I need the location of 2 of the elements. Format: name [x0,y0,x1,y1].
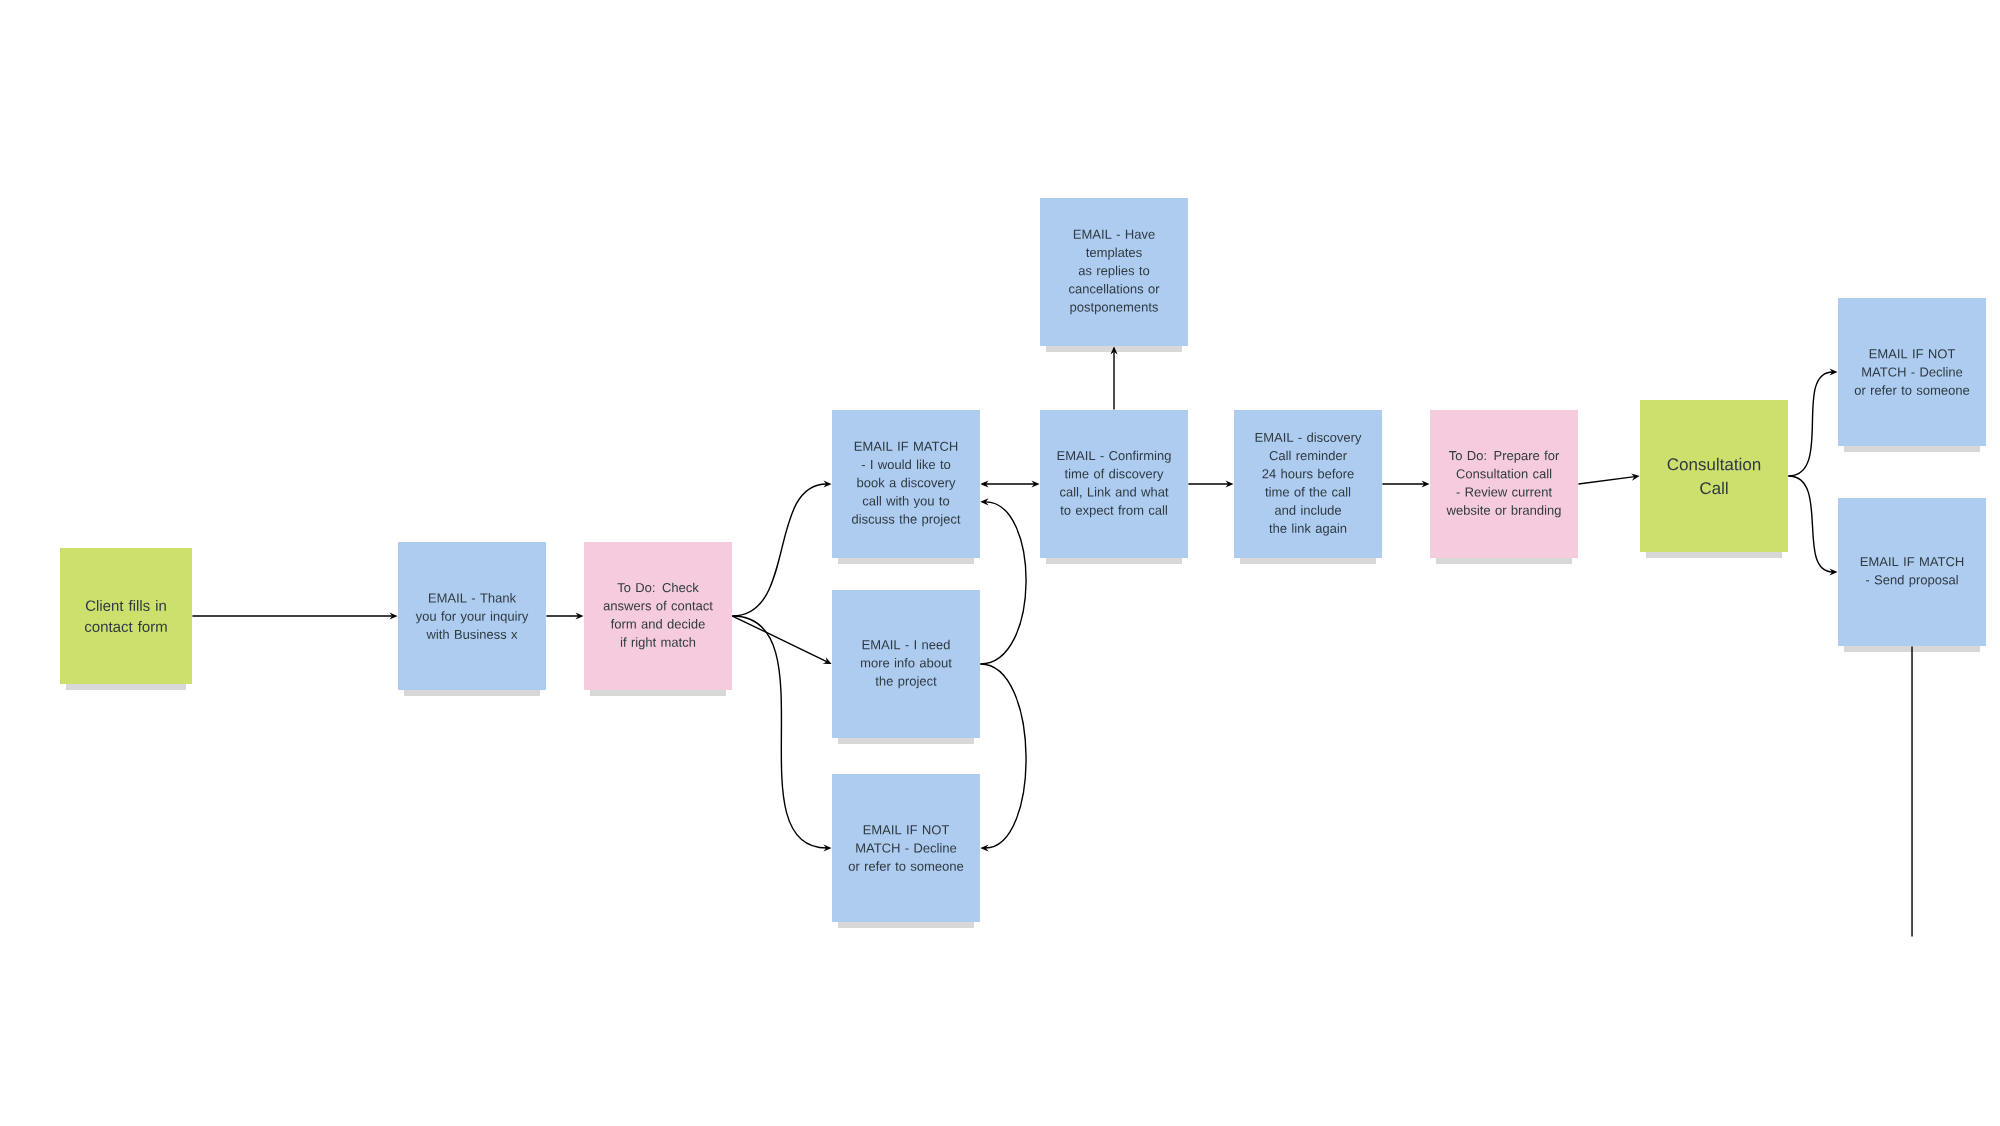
arrow [979,663,1027,852]
sticky-note: Consultation Call [1640,400,1788,558]
